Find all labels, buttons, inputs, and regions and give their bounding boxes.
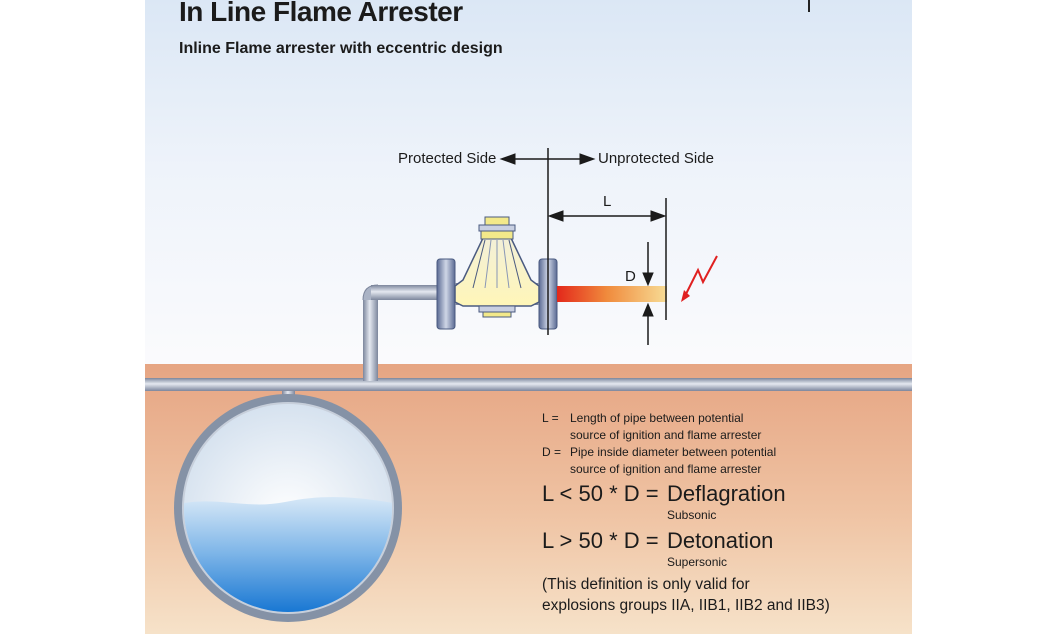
storage-tank — [174, 394, 402, 622]
edge-tick-mark — [808, 0, 810, 12]
legend-d-line1: Pipe inside diameter between potential — [570, 445, 777, 459]
flame-arrester-illustration — [145, 148, 912, 622]
left-flange — [436, 258, 456, 330]
legend-l-line1: Length of pipe between potential — [570, 411, 744, 425]
page-subtitle: Inline Flame arrester with eccentric des… — [179, 40, 503, 57]
validity-note-line2: explosions groups IIA, IIB1, IIB2 and II… — [542, 597, 830, 614]
diameter-dimension-arrows — [642, 242, 654, 345]
deflagration-result: Deflagration — [667, 481, 786, 506]
ignition-spark-icon — [683, 255, 718, 299]
length-label: L — [603, 193, 612, 210]
validity-note-line1: (This definition is only valid for — [542, 576, 750, 593]
legend-d-key: D = — [542, 445, 562, 459]
legend-l-key: L = — [542, 411, 559, 425]
unprotected-side-label: Unprotected Side — [598, 150, 714, 167]
flame-pipe-section — [557, 286, 667, 302]
side-direction-arrows — [499, 153, 596, 165]
riser-pipe — [362, 284, 441, 381]
deflagration-condition: L < 50 * D = — [542, 481, 659, 506]
legend-d-line2: source of ignition and flame arrester — [570, 462, 762, 476]
diameter-label: D — [625, 268, 636, 285]
flame-arrester — [436, 216, 558, 330]
protected-side-label: Protected Side — [398, 150, 497, 167]
page-title: In Line Flame Arrester — [179, 0, 463, 27]
tank-liquid — [184, 496, 392, 612]
main-horizontal-pipe — [145, 378, 912, 391]
detonation-qualifier: Supersonic — [667, 555, 728, 569]
length-dimension-arrow — [547, 210, 667, 222]
diagram-panel: In Line Flame Arrester Inline Flame arre… — [145, 0, 912, 634]
detonation-condition: L > 50 * D = — [542, 528, 659, 553]
deflagration-qualifier: Subsonic — [667, 508, 717, 522]
legend-l-line2: source of ignition and flame arrester — [570, 428, 762, 442]
detonation-result: Detonation — [667, 528, 774, 553]
sky-background — [145, 0, 912, 372]
